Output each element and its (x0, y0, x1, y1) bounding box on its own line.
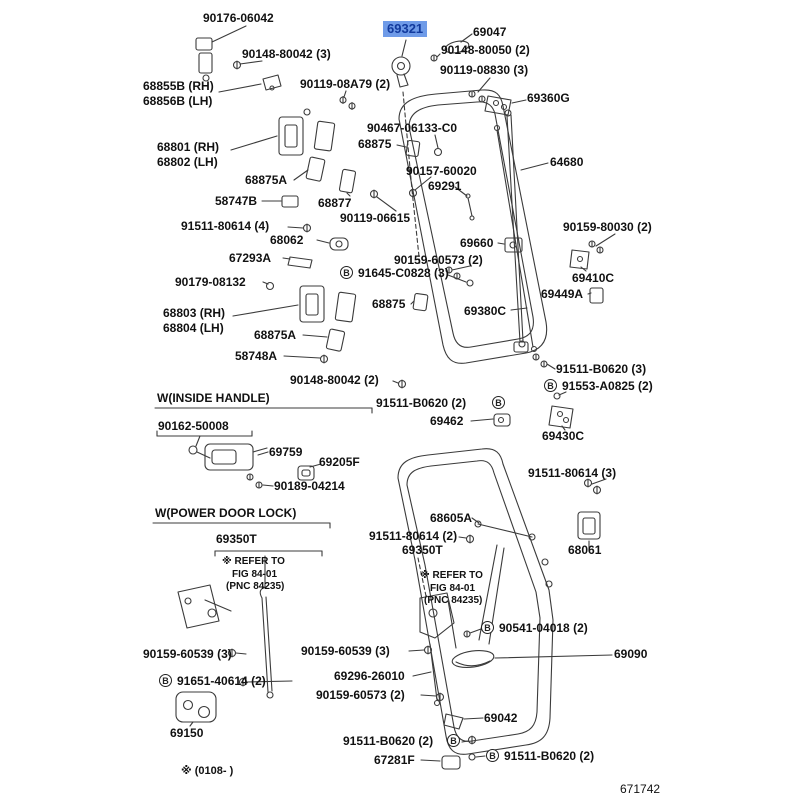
part-label-90119-08830-3[interactable]: 90119-08830 (3) (440, 63, 529, 77)
part-label-69042[interactable]: 69042 (484, 711, 518, 725)
part-label-58747b[interactable]: 58747B (215, 194, 258, 208)
circled-b-icon: B (159, 674, 172, 687)
part-label-91511-80614-4[interactable]: 91511-80614 (4) (181, 219, 270, 233)
part-label-68062[interactable]: 68062 (270, 233, 304, 247)
part-label-90157-60020[interactable]: 90157-60020 (406, 164, 477, 178)
part-label-90162-50008[interactable]: 90162-50008 (158, 419, 229, 433)
part-label-91511-b0620-2-middle[interactable]: 91511-B0620 (2) (376, 396, 467, 410)
part-label-69296-26010[interactable]: 69296-26010 (334, 669, 405, 683)
part-label-68875-1[interactable]: 68875 (358, 137, 392, 151)
part-label-90148-80050-2[interactable]: 90148-80050 (2) (441, 43, 530, 57)
part-label-69350t-left[interactable]: 69350T (216, 532, 257, 546)
part-label-91511-80614-3[interactable]: 91511-80614 (3) (528, 466, 617, 480)
circled-b-icon: B (544, 379, 557, 392)
part-label-68804-lh[interactable]: 68804 (LH) (163, 321, 224, 335)
refer-note-line: ※ REFER TO (222, 556, 285, 567)
part-label-91511-80614-2[interactable]: 91511-80614 (2) (369, 529, 458, 543)
part-label-90179-08132[interactable]: 90179-08132 (175, 275, 246, 289)
part-label-68605a[interactable]: 68605A (430, 511, 473, 525)
part-label-90148-80042-2[interactable]: 90148-80042 (2) (290, 373, 379, 387)
part-label-91651-40614-2[interactable]: 91651-40614 (2) (177, 674, 266, 688)
part-label-68802-lh[interactable]: 68802 (LH) (157, 155, 218, 169)
part-label-68875a-2[interactable]: 68875A (254, 328, 297, 342)
refer-note-line: (PNC 84235) (424, 595, 483, 606)
part-label-90467-06133-c0[interactable]: 90467-06133-C0 (367, 121, 458, 135)
figure-number: 671742 (620, 782, 661, 796)
section-label-inside-handle: W(INSIDE HANDLE) (157, 391, 270, 405)
part-label-69090[interactable]: 69090 (614, 647, 648, 661)
part-label-90159-60539-3-mid[interactable]: 90159-60539 (3) (301, 644, 390, 658)
refer-note-line: (PNC 84235) (226, 581, 285, 592)
part-label-69462[interactable]: 69462 (430, 414, 464, 428)
part-label-68803-rh[interactable]: 68803 (RH) (163, 306, 226, 320)
part-label-69150[interactable]: 69150 (170, 726, 204, 740)
part-label-69205f[interactable]: 69205F (319, 455, 360, 469)
refer-note-line: FIG 84-01 (430, 582, 476, 594)
part-label-90159-60539-3-left[interactable]: 90159-60539 (3) (143, 647, 232, 661)
part-label-91511-b0620-2-bottom-left[interactable]: 91511-B0620 (2) (343, 734, 434, 748)
part-label-90119-08a79-2[interactable]: 90119-08A79 (2) (300, 77, 391, 91)
part-label-90159-60573-2-upper[interactable]: 90159-60573 (2) (394, 253, 483, 267)
part-label-69430c[interactable]: 69430C (542, 429, 585, 443)
part-label-91511-b0620-2-bottom-right[interactable]: 91511-B0620 (2) (504, 749, 595, 763)
part-label-69321[interactable]: 69321 (383, 21, 428, 38)
part-label-91645-c0828-3[interactable]: 91645-C0828 (3) (358, 266, 449, 280)
refer-note-line: FIG 84-01 (232, 568, 278, 580)
part-label-68877[interactable]: 68877 (318, 196, 352, 210)
refer-note-line: ※ REFER TO (420, 570, 483, 581)
circled-b-icon: B (492, 396, 505, 409)
part-label-90541-04018-2[interactable]: 90541-04018 (2) (499, 621, 588, 635)
part-label-67281f[interactable]: 67281F (374, 753, 415, 767)
circled-b-icon: B (486, 749, 499, 762)
part-label-90148-80042-3[interactable]: 90148-80042 (3) (242, 47, 331, 61)
production-date-note: ※ (0108- ) (181, 765, 234, 777)
part-label-91553-a0825-2[interactable]: 91553-A0825 (2) (562, 379, 653, 393)
part-label-64680[interactable]: 64680 (550, 155, 584, 169)
circled-b-icon: B (447, 734, 460, 747)
part-label-69380c[interactable]: 69380C (464, 304, 507, 318)
part-label-69350t-right[interactable]: 69350T (402, 543, 443, 557)
part-label-90176-06042[interactable]: 90176-06042 (203, 11, 274, 25)
part-label-69360g[interactable]: 69360G (527, 91, 570, 105)
part-label-68061[interactable]: 68061 (568, 543, 602, 557)
part-label-91511-b0620-3[interactable]: 91511-B0620 (3) (556, 362, 647, 376)
circled-b-icon: B (340, 266, 353, 279)
part-label-67293a[interactable]: 67293A (229, 251, 272, 265)
part-label-69449a[interactable]: 69449A (541, 287, 584, 301)
part-label-69660[interactable]: 69660 (460, 236, 494, 250)
section-label-power-door-lock: W(POWER DOOR LOCK) (155, 506, 297, 520)
part-label-69410c[interactable]: 69410C (572, 271, 615, 285)
part-label-68875-2[interactable]: 68875 (372, 297, 406, 311)
part-label-69047[interactable]: 69047 (473, 25, 507, 39)
part-label-90159-80030-2[interactable]: 90159-80030 (2) (563, 220, 652, 234)
part-label-68875a-1[interactable]: 68875A (245, 173, 288, 187)
part-label-69291[interactable]: 69291 (428, 179, 462, 193)
refer-note-left: ※ REFER TO FIG 84-01 (PNC 84235) (222, 556, 285, 594)
circled-b-icon: B (481, 621, 494, 634)
part-label-90159-60573-2-lower[interactable]: 90159-60573 (2) (316, 688, 405, 702)
part-label-90119-06615[interactable]: 90119-06615 (340, 211, 411, 225)
part-label-68856b-lh[interactable]: 68856B (LH) (143, 94, 213, 108)
refer-note-right: ※ REFER TO FIG 84-01 (PNC 84235) (420, 570, 483, 608)
part-label-68855b-rh[interactable]: 68855B (RH) (143, 79, 214, 93)
part-label-69759[interactable]: 69759 (269, 445, 303, 459)
part-label-58748a[interactable]: 58748A (235, 349, 278, 363)
part-label-90189-04214[interactable]: 90189-04214 (274, 479, 345, 493)
part-label-68801-rh[interactable]: 68801 (RH) (157, 140, 220, 154)
